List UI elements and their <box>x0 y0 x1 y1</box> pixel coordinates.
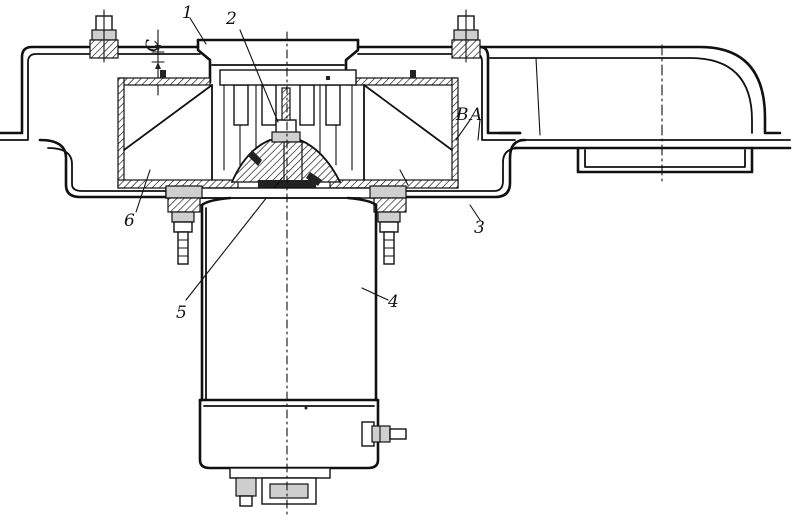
impeller <box>117 69 459 213</box>
callout-a: A <box>468 105 482 125</box>
callout-3: 3 <box>474 218 485 238</box>
callout-2: 2 <box>225 9 237 29</box>
callout-1: 1 <box>182 3 193 23</box>
mount-plate <box>165 185 407 213</box>
electric-motor <box>198 196 407 507</box>
left-stud <box>171 211 195 265</box>
air-duct <box>478 44 792 183</box>
callout-b: B <box>455 105 469 125</box>
callout-c: C <box>143 39 163 52</box>
callout-6: 6 <box>124 211 135 231</box>
top-left-bolt <box>89 9 119 63</box>
callout-4: 4 <box>387 292 399 312</box>
top-cap <box>151 17 360 96</box>
callout-5: 5 <box>176 303 187 323</box>
right-stud <box>377 211 401 265</box>
top-right-bolt <box>451 9 481 63</box>
clearance-leaders <box>455 119 481 141</box>
